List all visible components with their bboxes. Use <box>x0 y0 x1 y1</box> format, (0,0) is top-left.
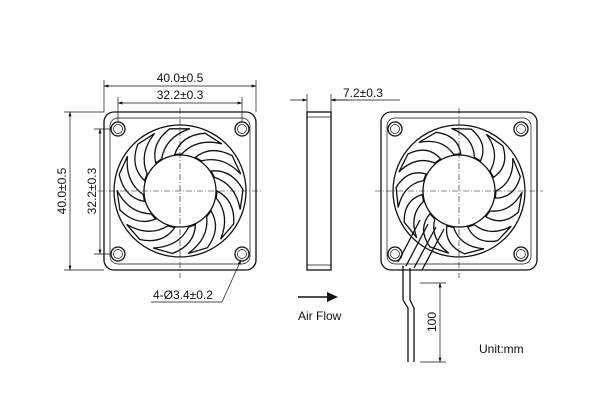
fan-blade <box>118 155 146 203</box>
fan-blade <box>154 128 191 165</box>
air-flow-arrow <box>298 292 338 302</box>
hole-spacing-width-label: 32.2±0.3 <box>157 88 204 102</box>
hole-spacing-height-label: 32.2±0.3 <box>85 167 99 214</box>
front-mounting-hole-tr <box>234 121 250 137</box>
fan-blade <box>398 149 442 173</box>
fan-blade <box>116 189 157 222</box>
fan-blade <box>484 191 523 222</box>
fan-blade <box>210 170 244 210</box>
fan-blade <box>173 132 223 156</box>
front-fan-blades <box>116 128 244 255</box>
air-flow-label: Air Flow <box>298 309 342 323</box>
fan-blade <box>395 172 427 208</box>
fan-blade <box>422 212 450 254</box>
lead-length-label: 100 <box>425 312 439 332</box>
fan-blade <box>485 133 506 179</box>
back-mounting-hole-tr <box>513 121 529 137</box>
fan-blade <box>152 223 197 255</box>
front-mounting-hole-bl <box>110 246 126 262</box>
fan-blade <box>418 131 462 156</box>
back-mounting-hole-tl <box>387 121 403 137</box>
fan-blade <box>451 127 484 162</box>
unit-label: Unit:mm <box>479 342 524 356</box>
front-view <box>98 108 262 278</box>
back-mounting-hole-br <box>513 246 529 262</box>
back-fan-blades <box>395 127 523 255</box>
side-profile <box>306 111 332 271</box>
back-mounting-hole-bl <box>387 246 403 262</box>
fan-blade <box>445 225 485 255</box>
back-view <box>375 108 543 363</box>
fan-blade <box>215 189 235 240</box>
fan-blade <box>194 149 242 175</box>
fan-blade <box>466 223 512 243</box>
thickness-label: 7.2±0.3 <box>343 86 383 100</box>
front-mounting-hole-tl <box>110 121 126 137</box>
side-view <box>290 94 400 271</box>
fan-blade <box>494 157 521 199</box>
outer-width-label: 40.0±0.5 <box>157 71 204 85</box>
fan-blade <box>403 193 425 239</box>
front-mounting-hole-br <box>234 246 250 262</box>
fan-blade <box>126 223 176 242</box>
front-dimensions <box>64 80 257 303</box>
lead-wires <box>402 266 415 362</box>
holes-label: 4-Ø3.4±0.2 <box>153 288 213 302</box>
fan-blade <box>187 209 217 255</box>
outer-height-label: 40.0±0.5 <box>55 167 69 214</box>
fan-blade <box>134 132 156 182</box>
